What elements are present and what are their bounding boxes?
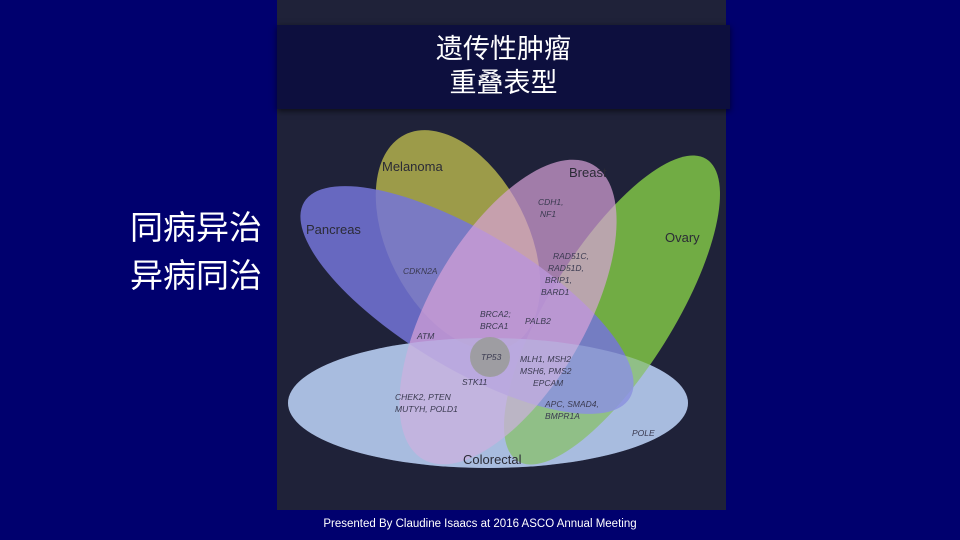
gene-bard1: BARD1: [541, 287, 570, 297]
label-ovary: Ovary: [665, 230, 700, 245]
label-breast: Breast: [569, 165, 607, 180]
colorectal-overlay: [288, 338, 688, 468]
tp53-circle: [470, 337, 510, 377]
presenter-footer: Presented By Claudine Isaacs at 2016 ASC…: [323, 518, 637, 530]
gene-apc-smad4: APC, SMAD4,: [544, 399, 599, 409]
slide-title-line-2: 重叠表型: [449, 68, 558, 99]
gene-nf1: NF1: [540, 209, 556, 219]
gene-mutyh-pold1: MUTYH, POLD1: [395, 404, 458, 414]
label-pancreas: Pancreas: [306, 222, 361, 237]
side-caption-line-1: 同病异治: [130, 208, 262, 247]
side-caption: 同病异治 异病同治: [130, 204, 262, 300]
gene-brca2: BRCA2;: [480, 309, 511, 319]
gene-cdkn2a: CDKN2A: [403, 266, 438, 276]
gene-atm: ATM: [416, 331, 435, 341]
gene-cdh1: CDH1,: [538, 197, 564, 207]
gene-stk11: STK11: [462, 377, 488, 387]
gene-rad51c: RAD51C,: [553, 251, 589, 261]
gene-palb2: PALB2: [525, 316, 551, 326]
label-melanoma: Melanoma: [382, 159, 443, 174]
gene-chek2-pten: CHEK2, PTEN: [395, 392, 452, 402]
gene-msh6-pms2: MSH6, PMS2: [520, 366, 572, 376]
breast-ellipse: [399, 159, 617, 465]
gene-bmpr1a: BMPR1A: [545, 411, 580, 421]
slide-title-line-1: 遗传性肿瘤: [436, 34, 571, 65]
gene-brip1: BRIP1,: [545, 275, 572, 285]
label-colorectal: Colorectal: [463, 452, 522, 467]
gene-epcam: EPCAM: [533, 378, 564, 388]
overlapping-phenotypes-venn-diagram: Melanoma Breast Pancreas Ovary Colorecta…: [288, 130, 720, 468]
gene-tp53: TP53: [481, 352, 502, 362]
side-caption-line-2: 异病同治: [130, 256, 262, 295]
gene-pole: POLE: [632, 428, 655, 438]
gene-brca1: BRCA1: [480, 321, 509, 331]
gene-mlh1-msh2: MLH1, MSH2: [520, 354, 571, 364]
title-box: 遗传性肿瘤 重叠表型: [277, 25, 730, 109]
gene-rad51d: RAD51D,: [548, 263, 584, 273]
